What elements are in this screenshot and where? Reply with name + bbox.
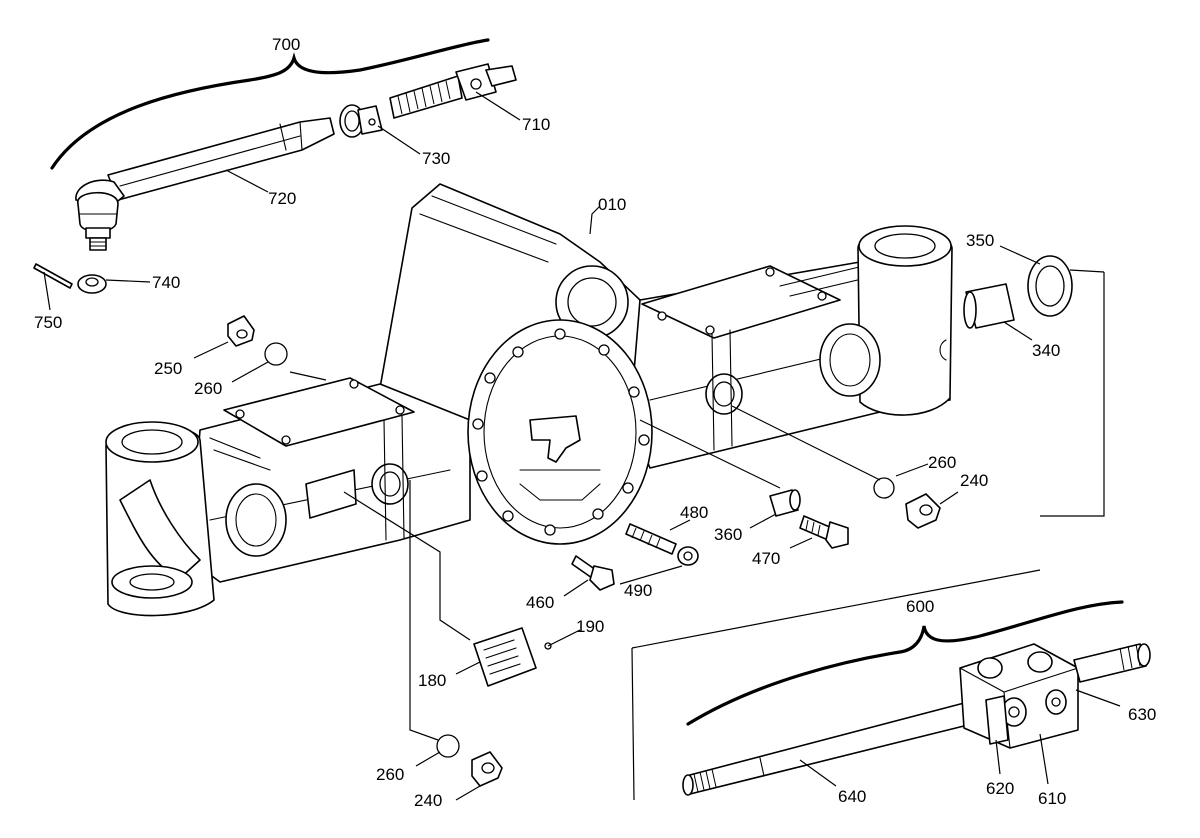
castle-nut-740 [77,274,107,294]
axle-shaft-640 [682,701,973,796]
callout-260-bottom: 260 [376,765,404,784]
callout-010: 010 [598,195,626,214]
bushing-360 [769,489,801,517]
callout-700: 700 [272,35,300,54]
callout-630: 630 [1128,705,1156,724]
callout-480: 480 [680,503,708,522]
cotter-pin-750 [33,263,73,289]
callout-260-right: 260 [928,453,956,472]
o-ring-260-right [873,477,895,499]
callout-250: 250 [154,359,182,378]
clamp-730 [339,104,383,138]
callout-640: 640 [838,787,866,806]
callout-190: 190 [576,617,604,636]
callout-610: 610 [1038,789,1066,808]
callout-710: 710 [522,115,550,134]
callout-460: 460 [526,593,554,612]
leader-lines [43,91,1121,801]
universal-joint-610 [959,643,1079,749]
nut-490 [677,546,699,566]
tie-rod-assembly [33,38,517,294]
callout-180: 180 [418,671,446,690]
callout-740: 740 [152,273,180,292]
callout-labels: 700 710 730 720 010 740 750 350 340 250 … [34,35,1156,810]
callout-490: 490 [624,581,652,600]
callout-750: 750 [34,313,62,332]
o-ring-260-top [264,342,288,366]
drive-shaft-assembly [631,569,1151,801]
callout-340: 340 [1032,341,1060,360]
callout-360: 360 [714,525,742,544]
seal-350 [1027,255,1073,317]
bolt-460 [571,555,615,591]
callout-260-top: 260 [194,379,222,398]
plug-250 [227,315,255,347]
callout-470: 470 [752,549,780,568]
callout-720: 720 [268,189,296,208]
stub-shaft-630 [1073,643,1151,683]
callout-240-right: 240 [960,471,988,490]
callout-730: 730 [422,149,450,168]
callout-600: 600 [906,597,934,616]
brace-700 [50,38,490,170]
callout-350: 350 [966,231,994,250]
nameplate-180 [473,627,537,687]
axle-housing-010 [105,183,953,617]
plug-240-bottom [471,751,503,787]
cross-620 [985,695,1009,745]
callout-620: 620 [986,779,1014,798]
tie-rod-end-710 [389,63,517,119]
assembly-frame-600 [631,569,1041,649]
bolt-470 [799,515,849,549]
plug-240-right [905,493,941,529]
tie-rod-tube-720 [75,117,335,251]
brace-600 [686,600,1124,726]
o-ring-260-bottom [436,734,460,758]
callout-240-bottom: 240 [414,791,442,810]
bushing-340 [963,283,1015,329]
stud-480 [625,523,677,555]
